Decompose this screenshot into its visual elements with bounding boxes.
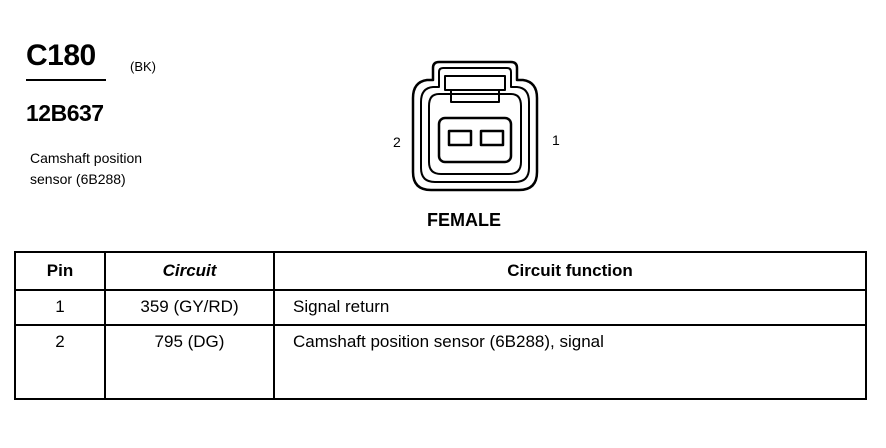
connector-pin-cavity-housing [437,116,513,164]
connector-id: C180 [26,39,96,72]
connector-mid-shell [420,67,530,183]
cell-circuit-function: Signal return [273,289,867,326]
table-row: 1 359 (GY/RD) Signal return [14,289,867,326]
pin-label-right: 1 [552,132,560,148]
cell-circuit: 795 (DG) [104,324,275,400]
table-header-row: Pin Circuit Circuit function [14,251,867,291]
pinout-table: Pin Circuit Circuit function 1 359 (GY/R… [14,251,867,400]
connector-outer-shell [411,60,539,192]
cell-pin: 2 [14,324,106,400]
connector-inner-shell [428,93,522,175]
part-number: 12B637 [26,100,104,126]
connector-id-underline [26,79,106,81]
pin-1-cavity [479,129,505,147]
connector-gender: FEMALE [427,210,501,230]
cell-circuit-function: Camshaft position sensor (6B288), signal [273,324,867,400]
connector-latch [444,75,506,103]
description-line-2: sensor (6B288) [30,171,126,187]
description-line-1: Camshaft position [30,150,143,166]
pin-label-left: 2 [393,134,401,150]
connector-face-diagram [411,60,539,192]
table-row: 2 795 (DG) Camshaft position sensor (6B2… [14,324,867,400]
pin-2-cavity [447,129,473,147]
header-circuit: Circuit [104,251,275,291]
cell-circuit: 359 (GY/RD) [104,289,275,326]
connector-color-code: (BK) [130,59,156,74]
header-pin: Pin [14,251,106,291]
cell-pin: 1 [14,289,106,326]
header-circuit-function: Circuit function [273,251,867,291]
connector-description: Camshaft position sensor (6B288) [30,148,230,190]
